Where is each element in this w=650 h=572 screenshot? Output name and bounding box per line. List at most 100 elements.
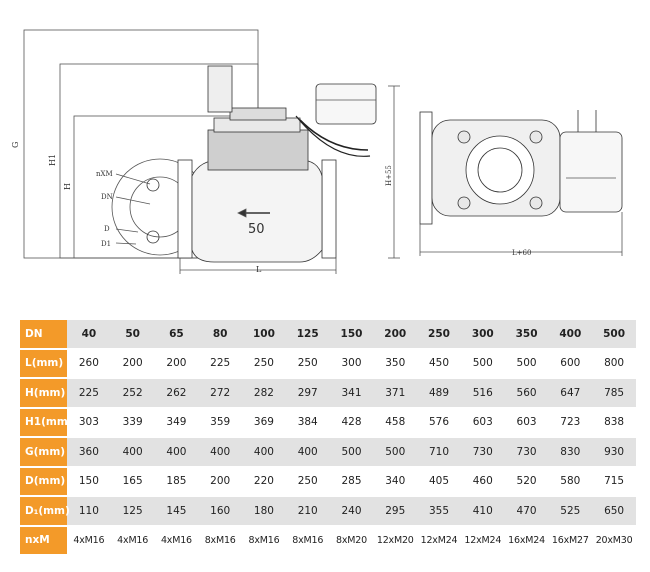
dn-cell: 500 bbox=[592, 320, 636, 350]
end-view-flange-left bbox=[419, 111, 433, 225]
table-cell: 250 bbox=[285, 466, 330, 497]
table-header-row: DN 40 50 65 80 100 125 150 200 250 300 3… bbox=[20, 320, 636, 350]
size-mark: 50 bbox=[248, 222, 265, 237]
dn-cell: 200 bbox=[373, 320, 418, 350]
table-cell: 369 bbox=[242, 407, 286, 438]
table-cell: 339 bbox=[110, 407, 155, 438]
table-cell: 355 bbox=[417, 496, 461, 527]
table-cell: 600 bbox=[548, 348, 593, 379]
row-label: G(mm) bbox=[20, 437, 67, 468]
table-cell: 12xM24 bbox=[460, 525, 505, 556]
dimension-table: DN 40 50 65 80 100 125 150 200 250 300 3… bbox=[20, 320, 636, 556]
left-flange bbox=[177, 159, 193, 259]
table-cell: 4xM16 bbox=[67, 525, 111, 556]
table-cell: 180 bbox=[242, 496, 286, 527]
table-cell: 730 bbox=[504, 437, 549, 468]
table-cell: 489 bbox=[417, 378, 461, 409]
table-cell: 125 bbox=[110, 496, 155, 527]
dn-cell: 150 bbox=[329, 320, 374, 350]
table-cell: 8xM16 bbox=[242, 525, 286, 556]
transmitter-box bbox=[315, 83, 377, 125]
table-cell: 8xM16 bbox=[198, 525, 243, 556]
table-cell: 282 bbox=[242, 378, 286, 409]
table-cell: 110 bbox=[67, 496, 111, 527]
table-cell: 200 bbox=[154, 348, 199, 379]
g-label: G bbox=[11, 142, 20, 148]
table-row: L(mm) 260 200 200 225 250 250 300 350 45… bbox=[20, 348, 636, 379]
table-cell: 576 bbox=[417, 407, 461, 438]
table-row: nxM 4xM16 4xM16 4xM16 8xM16 8xM16 8xM16 … bbox=[20, 525, 636, 556]
table-row: D(mm) 150 165 185 200 220 250 285 340 40… bbox=[20, 466, 636, 497]
table-cell: 272 bbox=[198, 378, 243, 409]
table-cell: 458 bbox=[373, 407, 418, 438]
table-cell: 730 bbox=[460, 437, 505, 468]
table-cell: 8xM16 bbox=[285, 525, 330, 556]
nxm-callout: nXM bbox=[96, 170, 113, 178]
table-row: H1(mm) 303 339 349 359 369 384 428 458 5… bbox=[20, 407, 636, 438]
table-cell: 200 bbox=[198, 466, 243, 497]
dn-cell: 100 bbox=[242, 320, 286, 350]
table-cell: 340 bbox=[373, 466, 418, 497]
table-cell: 405 bbox=[417, 466, 461, 497]
dn-cell: 125 bbox=[285, 320, 330, 350]
table-cell: 525 bbox=[548, 496, 593, 527]
table-row: G(mm) 360 400 400 400 400 400 500 500 71… bbox=[20, 437, 636, 468]
meter-body bbox=[191, 159, 323, 263]
row-label: H(mm) bbox=[20, 378, 67, 409]
table-cell: 400 bbox=[110, 437, 155, 468]
table-cell: 830 bbox=[548, 437, 593, 468]
table-row: H(mm) 225 252 262 272 282 297 341 371 48… bbox=[20, 378, 636, 409]
h55-label: H+55 bbox=[385, 165, 393, 186]
table-cell: 516 bbox=[460, 378, 505, 409]
h-label: H bbox=[63, 183, 72, 190]
table-cell: 520 bbox=[504, 466, 549, 497]
table-cell: 400 bbox=[198, 437, 243, 468]
register-lid bbox=[207, 65, 233, 113]
register-housing bbox=[207, 129, 309, 171]
table-cell: 225 bbox=[67, 378, 111, 409]
table-cell: 160 bbox=[198, 496, 243, 527]
table-cell: 150 bbox=[67, 466, 111, 497]
dn-cell: 40 bbox=[67, 320, 111, 350]
table-cell: 225 bbox=[198, 348, 243, 379]
table-cell: 800 bbox=[592, 348, 636, 379]
table-cell: 400 bbox=[154, 437, 199, 468]
table-cell: 295 bbox=[373, 496, 418, 527]
table-cell: 603 bbox=[460, 407, 505, 438]
table-cell: 350 bbox=[373, 348, 418, 379]
table-cell: 4xM16 bbox=[110, 525, 155, 556]
right-flange bbox=[321, 159, 337, 259]
row-label: DN bbox=[20, 320, 67, 350]
table-cell: 647 bbox=[548, 378, 593, 409]
table-cell: 300 bbox=[329, 348, 374, 379]
table-cell: 145 bbox=[154, 496, 199, 527]
row-label: nxM bbox=[20, 525, 67, 556]
table-row: D₁(mm) 110 125 145 160 180 210 240 295 3… bbox=[20, 496, 636, 527]
dn-cell: 80 bbox=[198, 320, 243, 350]
table-cell: 165 bbox=[110, 466, 155, 497]
table-cell: 210 bbox=[285, 496, 330, 527]
table-cell: 384 bbox=[285, 407, 330, 438]
table-cell: 303 bbox=[67, 407, 111, 438]
table-cell: 240 bbox=[329, 496, 374, 527]
h1-label: H1 bbox=[48, 154, 57, 166]
table-cell: 12xM24 bbox=[417, 525, 461, 556]
table-cell: 450 bbox=[417, 348, 461, 379]
table-cell: 603 bbox=[504, 407, 549, 438]
technical-drawing: G H1 H L nXM DN D D1 50 H+55 L+60 bbox=[11, 29, 623, 274]
row-label: D(mm) bbox=[20, 466, 67, 497]
dn-cell: 250 bbox=[417, 320, 461, 350]
dn-cell: 400 bbox=[548, 320, 593, 350]
table-cell: 500 bbox=[373, 437, 418, 468]
table-cell: 220 bbox=[242, 466, 286, 497]
table-cell: 16xM24 bbox=[504, 525, 549, 556]
table-cell: 400 bbox=[285, 437, 330, 468]
table-cell: 560 bbox=[504, 378, 549, 409]
dn-cell: 300 bbox=[460, 320, 505, 350]
dn-cell: 50 bbox=[110, 320, 155, 350]
d1-callout: D1 bbox=[101, 240, 111, 248]
table-cell: 8xM20 bbox=[329, 525, 374, 556]
l60-label: L+60 bbox=[512, 249, 531, 257]
table-cell: 930 bbox=[592, 437, 636, 468]
table-cell: 500 bbox=[504, 348, 549, 379]
